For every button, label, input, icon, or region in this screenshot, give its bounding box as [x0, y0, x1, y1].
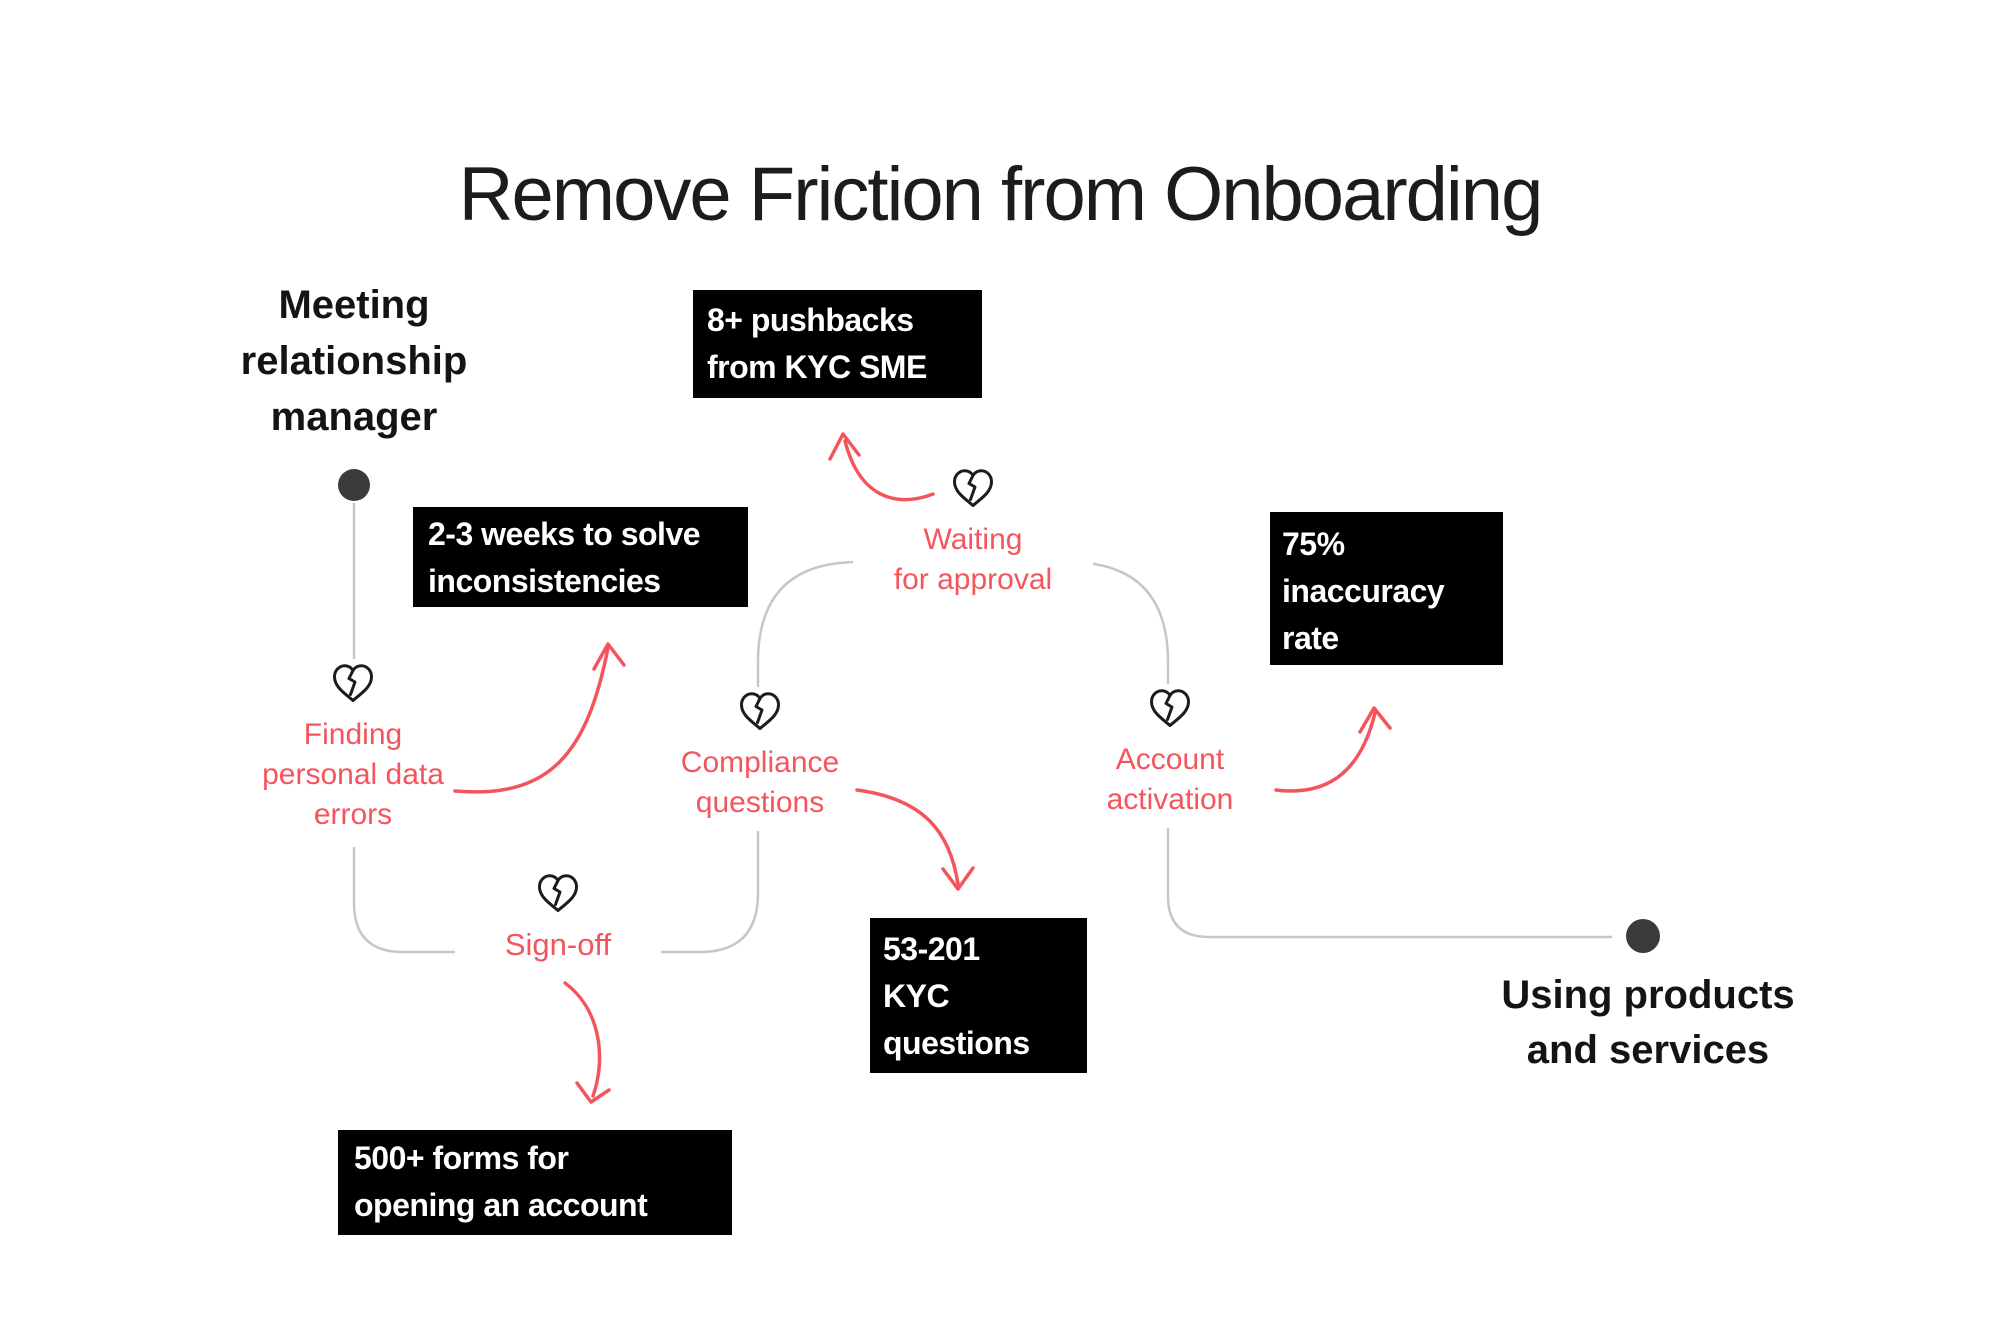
- callout-pushbacks: 8+ pushbacks from KYC SME: [693, 290, 982, 398]
- stage-label-finding-errors: Finding personal data errors: [262, 718, 444, 831]
- stage-waiting-approval: Waiting for approval: [853, 464, 1093, 608]
- journey-end-dot: [1626, 919, 1660, 953]
- callout-kyc-questions: 53-201 KYC questions: [870, 918, 1087, 1073]
- broken-heart-icon: [455, 869, 661, 917]
- stage-label-compliance-questions: Compliance questions: [680, 746, 840, 819]
- broken-heart-icon: [853, 464, 1093, 512]
- stage-label-account-activation: Account activation: [1106, 743, 1234, 816]
- end-stage-label: Using products and services: [1501, 973, 1795, 1072]
- callout-inaccuracy-rate: 75% inaccuracy rate: [1270, 512, 1503, 665]
- stage-label-sign-off: Sign-off: [504, 927, 612, 962]
- stage-sign-off: Sign-off: [455, 869, 661, 971]
- broken-heart-icon: [223, 659, 483, 707]
- stage-label-waiting-approval: Waiting for approval: [893, 523, 1053, 596]
- stage-account-activation: Account activation: [1050, 684, 1290, 828]
- callout-weeks-to-solve: 2-3 weeks to solve inconsistencies: [413, 507, 748, 607]
- callout-forms: 500+ forms for opening an account: [338, 1130, 732, 1235]
- broken-heart-icon: [1050, 684, 1290, 732]
- stage-finding-errors: Finding personal data errors: [223, 659, 483, 847]
- journey-start-dot: [338, 469, 370, 501]
- stage-compliance-questions: Compliance questions: [640, 687, 880, 831]
- page-title: Remove Friction from Onboarding: [458, 151, 1544, 237]
- start-stage-label: Meeting relationship manager: [240, 283, 468, 439]
- broken-heart-icon: [640, 687, 880, 735]
